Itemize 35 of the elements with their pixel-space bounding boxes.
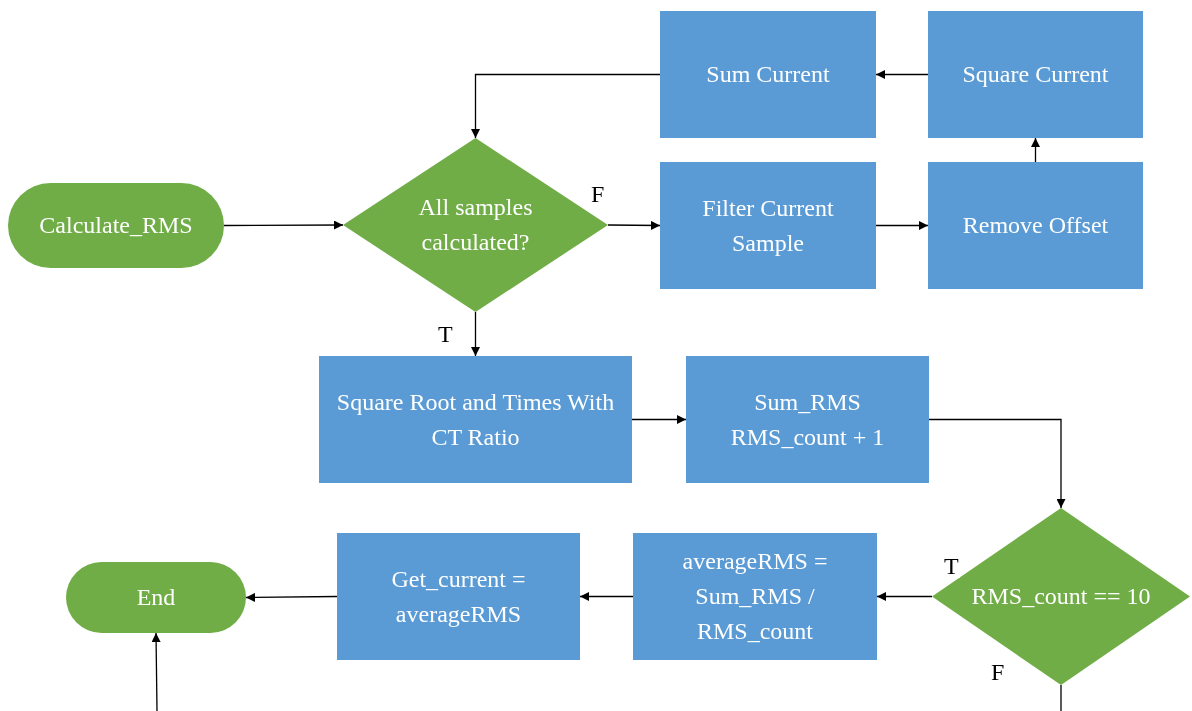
process-box [686,356,929,483]
arrow [876,592,933,601]
arrow [928,418,1066,509]
arrow [875,221,929,230]
process-box [660,11,876,138]
arrow [1031,137,1040,163]
node-text: End [136,583,176,613]
node-text: Remove Offset [962,211,1109,241]
arrow [471,73,661,139]
arrow [151,632,161,711]
node-text: RMS_count == 10 [971,582,1151,612]
process-box [660,162,876,289]
process-box [928,11,1143,138]
process-box [928,162,1143,289]
arrow [471,311,480,357]
node-text: Sum_RMS RMS_count + 1 [729,387,886,452]
arrow [607,220,661,230]
node-text: All samples calculated? [417,193,534,257]
node-text: Filter Current Sample [701,193,835,258]
node-text: Get_current = averageRMS [390,564,527,629]
arrow [631,415,687,424]
node-text: averageRMS = Sum_RMS / RMS_count [681,547,829,646]
node-text: Sum Current [706,60,830,90]
node-text: Square Current [962,60,1109,90]
arrow [875,70,929,79]
node-text: Square Root and Times With CT Ratio [335,387,616,452]
decision-diamond [343,138,608,312]
node-text: Calculate_RMS [39,211,193,241]
process-box [337,533,580,660]
arrow [223,220,344,230]
decision-diamond [932,508,1190,685]
process-box [633,533,877,660]
arrow [579,592,634,601]
process-box [319,356,632,483]
arrow [245,592,338,602]
